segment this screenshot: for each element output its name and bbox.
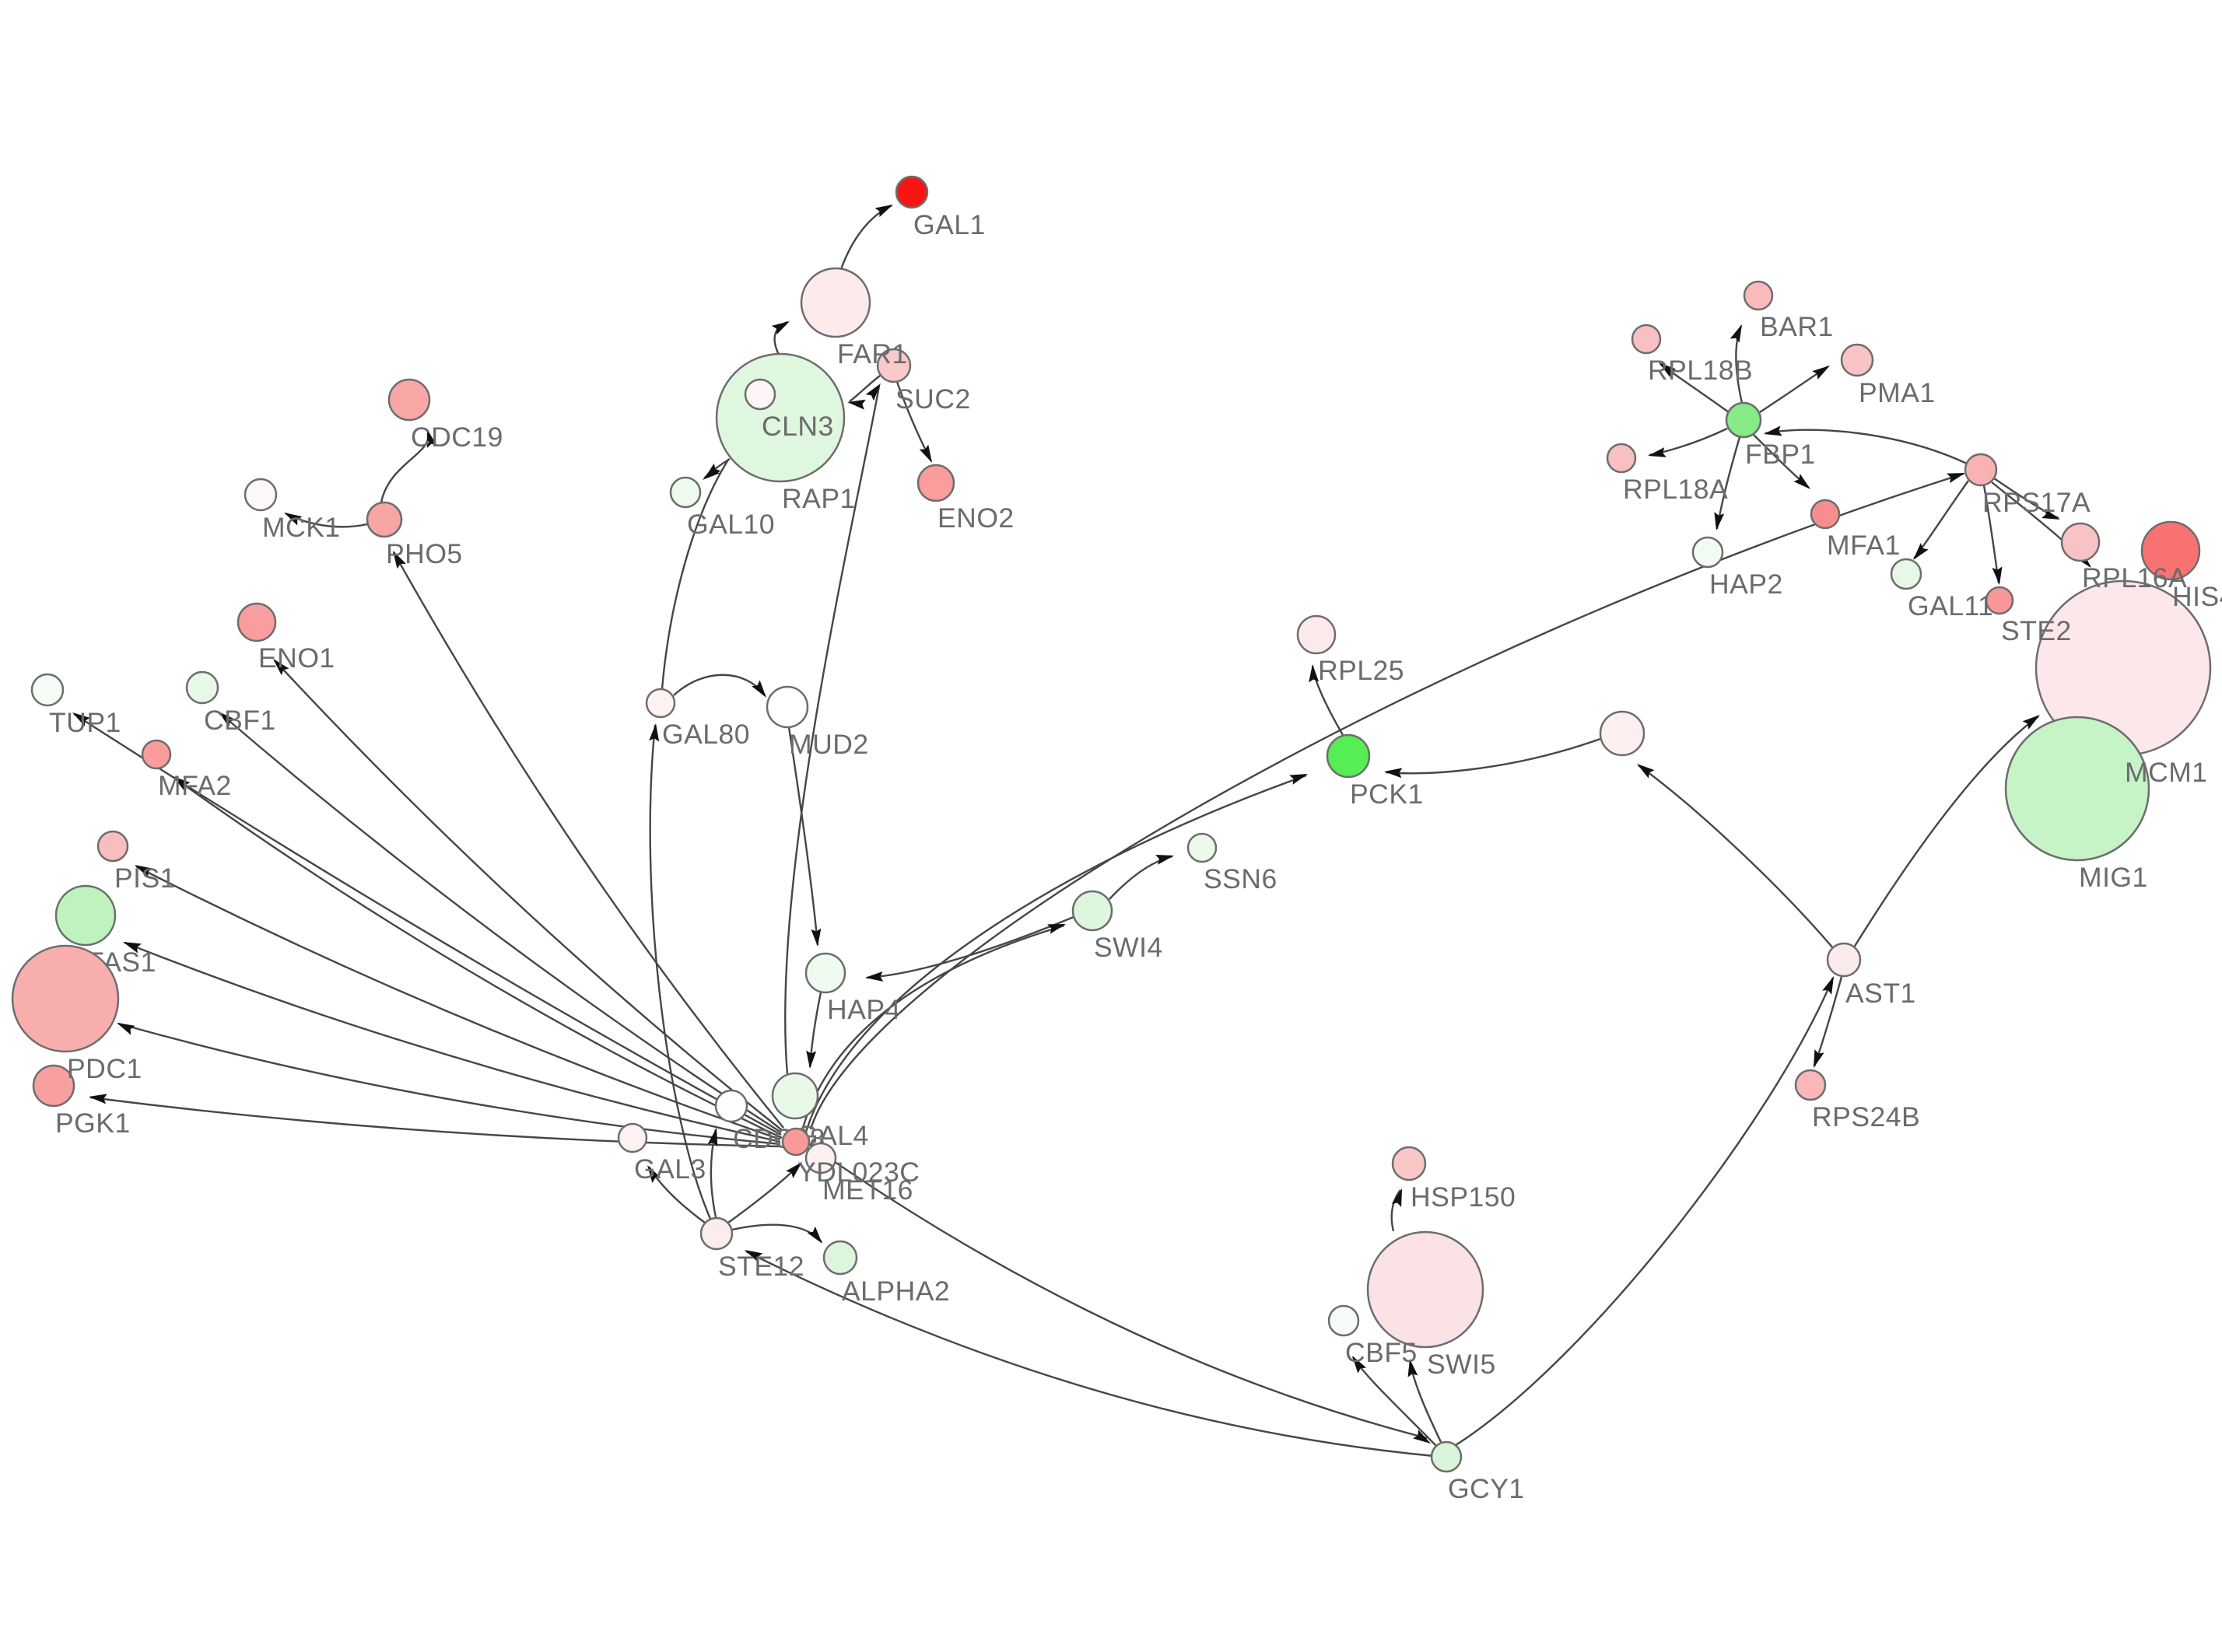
- svg-text:RPS17A: RPS17A: [1982, 487, 2091, 518]
- svg-text:PHO5: PHO5: [386, 538, 463, 569]
- svg-text:HSP150: HSP150: [1411, 1181, 1516, 1213]
- svg-text:AST1: AST1: [1845, 978, 1916, 1009]
- svg-text:HAP2: HAP2: [1709, 569, 1783, 600]
- svg-text:CLN3: CLN3: [762, 411, 834, 442]
- svg-text:GAL11: GAL11: [1908, 590, 1993, 621]
- svg-text:MFA1: MFA1: [1827, 530, 1901, 561]
- svg-text:MIG1: MIG1: [2079, 862, 2148, 893]
- svg-text:GAL3: GAL3: [634, 1153, 706, 1185]
- svg-text:GCY1: GCY1: [1448, 1473, 1525, 1504]
- svg-text:MFA2: MFA2: [158, 770, 232, 801]
- svg-text:BAR1: BAR1: [1760, 311, 1834, 342]
- svg-text:YDL023C: YDL023C: [797, 1157, 920, 1188]
- svg-text:FBP1: FBP1: [1745, 439, 1816, 470]
- svg-text:RAP1: RAP1: [782, 483, 856, 514]
- svg-text:SWI5: SWI5: [1427, 1349, 1496, 1380]
- svg-text:MCM1: MCM1: [2125, 757, 2208, 788]
- svg-text:GAL1: GAL1: [913, 209, 986, 240]
- svg-text:ENO2: ENO2: [938, 502, 1015, 534]
- svg-text:MCK1: MCK1: [262, 512, 341, 543]
- svg-text:MUD2: MUD2: [789, 729, 869, 760]
- svg-text:ENO1: ENO1: [258, 642, 335, 674]
- svg-text:SWI4: SWI4: [1094, 932, 1163, 963]
- svg-text:CBF1: CBF1: [204, 705, 276, 736]
- svg-text:RPL25: RPL25: [1318, 655, 1404, 686]
- svg-text:HIS4: HIS4: [2172, 581, 2222, 612]
- svg-text:TUP1: TUP1: [49, 707, 121, 738]
- svg-text:STE12: STE12: [718, 1251, 804, 1282]
- svg-text:SSN6: SSN6: [1204, 863, 1277, 894]
- svg-text:ALPHA2: ALPHA2: [842, 1276, 950, 1307]
- svg-text:PDC1: PDC1: [67, 1053, 142, 1084]
- svg-text:RPS24B: RPS24B: [1812, 1101, 1920, 1132]
- svg-text:PMA1: PMA1: [1859, 377, 1936, 408]
- svg-text:GAL10: GAL10: [687, 509, 775, 540]
- svg-text:PGK1: PGK1: [55, 1108, 131, 1139]
- svg-text:CDC19: CDC19: [411, 422, 503, 453]
- svg-text:RPL18A: RPL18A: [1623, 474, 1728, 505]
- svg-text:CBF5: CBF5: [1345, 1337, 1418, 1368]
- svg-text:FAR1: FAR1: [837, 338, 908, 369]
- svg-text:RPL18B: RPL18B: [1648, 355, 1753, 386]
- svg-text:GAL80: GAL80: [662, 719, 750, 750]
- svg-text:PIS1: PIS1: [114, 863, 176, 894]
- svg-text:STE2: STE2: [2001, 615, 2072, 646]
- svg-text:PCK1: PCK1: [1350, 779, 1424, 810]
- svg-text:RPL16A: RPL16A: [2082, 562, 2187, 593]
- svg-text:MET16: MET16: [822, 1174, 913, 1206]
- svg-text:HAP4: HAP4: [827, 994, 901, 1025]
- svg-text:SUC2: SUC2: [895, 383, 971, 415]
